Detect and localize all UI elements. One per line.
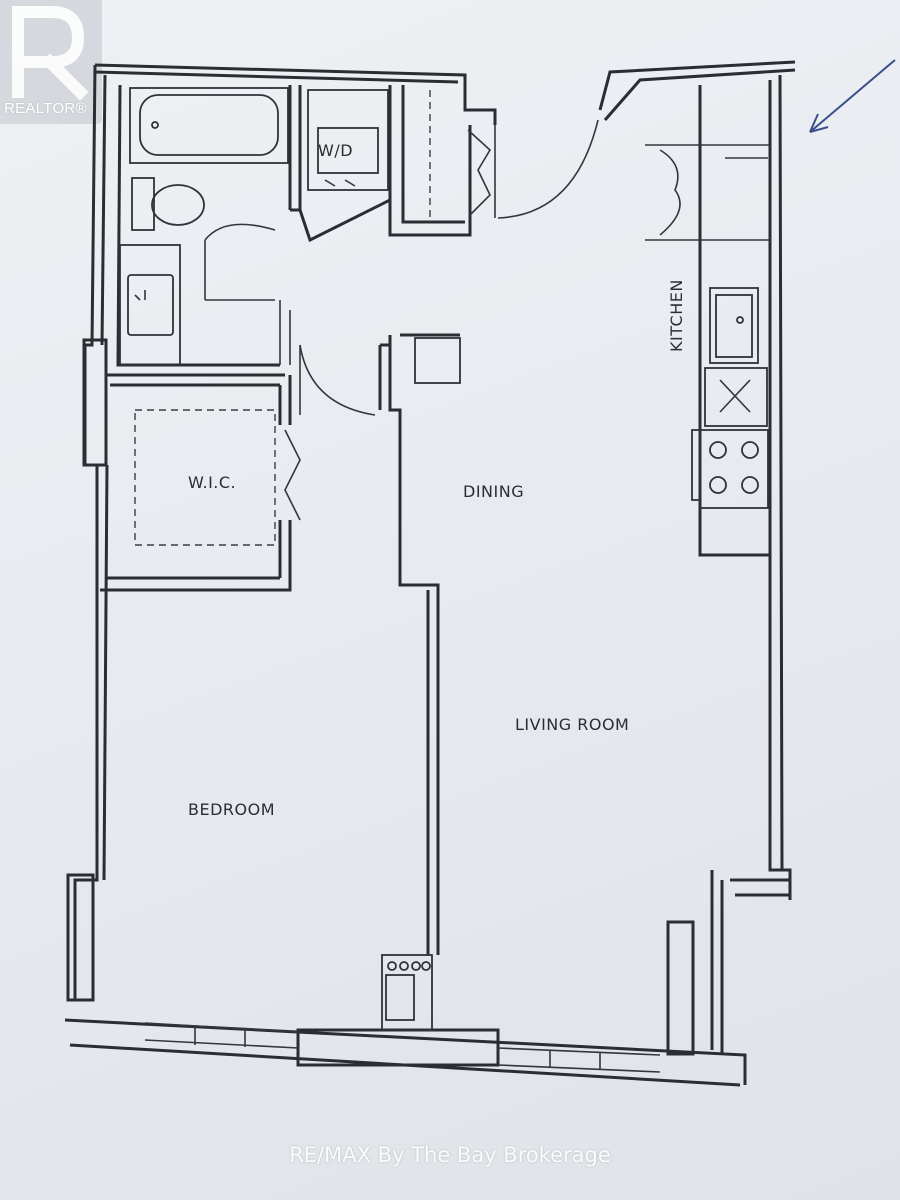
dishwasher-icon [704,367,768,427]
room-label-dining: DINING [463,482,524,501]
toilet-tank-icon [131,177,155,231]
realtor-r-logo-icon [12,6,89,100]
realtor-logo-text: REALTOR® [4,100,87,117]
bedroom-partition [381,590,433,1031]
room-label-wic: W.I.C. [188,473,236,492]
sink-icon [127,274,174,336]
annotation-arrow-icon [809,59,896,133]
stove-icon [699,429,769,509]
kitchen-sink-icon [709,287,759,364]
column [378,333,461,955]
bathtub-icon [129,87,289,164]
kitchen: KITCHEN [645,85,770,557]
thermostat-unit-icon [381,954,433,1031]
room-label-wd: W/D [318,141,353,160]
room-label-bedroom: BEDROOM [188,800,275,819]
realtor-logo-badge[interactable]: REALTOR® [0,0,102,124]
vanity-icon [119,244,181,366]
room-label-kitchen: KITCHEN [667,279,686,352]
outer-walls [64,60,796,1087]
entry-door [494,119,599,219]
walk-in-closet: W.I.C. [100,373,301,592]
brokerage-watermark: RE/MAX By The Bay Brokerage [289,1143,611,1167]
linen-closet [388,85,492,237]
toilet-bowl-icon [151,184,205,226]
bathroom [116,84,302,367]
bedroom-door [299,344,376,416]
room-label-living-room: LIVING ROOM [515,715,629,734]
laundry-closet: W/D [298,85,392,243]
